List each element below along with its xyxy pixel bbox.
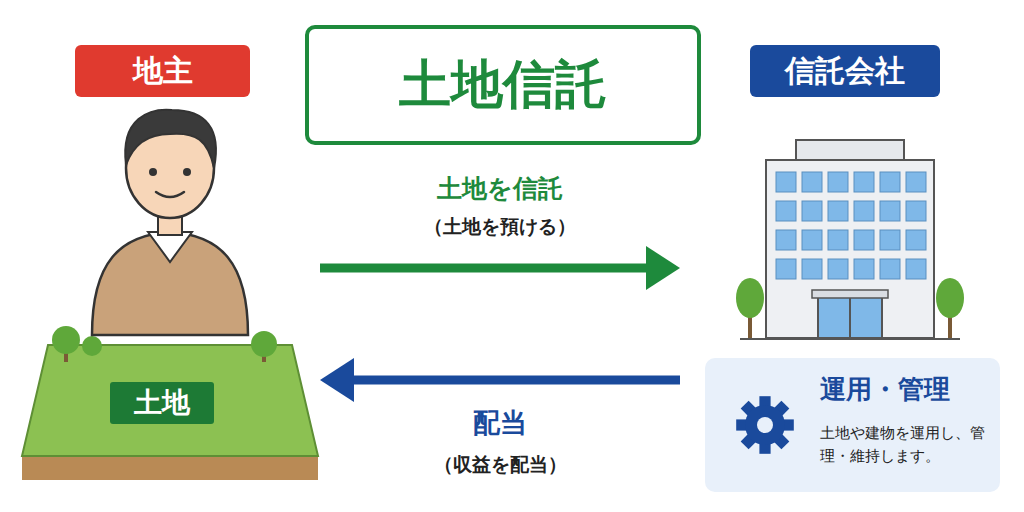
panel-body: 土地や建物を運用し、管理・維持します。	[820, 422, 992, 469]
window	[776, 230, 796, 250]
panel-heading: 運用・管理	[820, 372, 950, 407]
edge-note: （収益を配当）	[320, 452, 680, 478]
window	[828, 230, 848, 250]
window	[828, 259, 848, 279]
window	[828, 172, 848, 192]
window	[906, 201, 926, 221]
window	[854, 259, 874, 279]
landowner-figure	[92, 110, 248, 335]
edge-label: 土地を信託	[320, 172, 680, 205]
title-text: 土地信託	[309, 29, 697, 141]
window	[854, 230, 874, 250]
window	[880, 201, 900, 221]
window	[906, 230, 926, 250]
window	[854, 172, 874, 192]
window	[906, 172, 926, 192]
land-side	[22, 456, 318, 480]
window	[906, 259, 926, 279]
edge-note: （土地を預ける）	[320, 214, 680, 240]
edge-label: 配当	[320, 405, 680, 441]
title-frame	[307, 27, 699, 143]
node-box: 運用・管理土地や建物を運用し、管理・維持します。	[705, 358, 1000, 492]
flow-arrow	[320, 358, 680, 402]
land-top	[22, 345, 318, 456]
window	[880, 230, 900, 250]
land-badge: 土地	[110, 382, 214, 424]
node-box: 土地	[110, 382, 214, 424]
company-badge: 信託会社	[750, 45, 940, 97]
window	[802, 201, 822, 221]
window	[880, 172, 900, 192]
gear-icon	[733, 393, 797, 457]
window	[776, 172, 796, 192]
window	[802, 259, 822, 279]
node-box: 地主土地	[15, 40, 320, 490]
window	[828, 201, 848, 221]
owner-badge: 地主	[75, 45, 250, 97]
window	[880, 259, 900, 279]
window	[776, 259, 796, 279]
node-box: 信託会社運用・管理土地や建物を運用し、管理・維持します。	[680, 40, 1010, 495]
window	[802, 230, 822, 250]
flow-arrow	[320, 246, 680, 290]
window	[776, 201, 796, 221]
window	[854, 201, 874, 221]
window	[802, 172, 822, 192]
trust-building	[736, 140, 964, 339]
